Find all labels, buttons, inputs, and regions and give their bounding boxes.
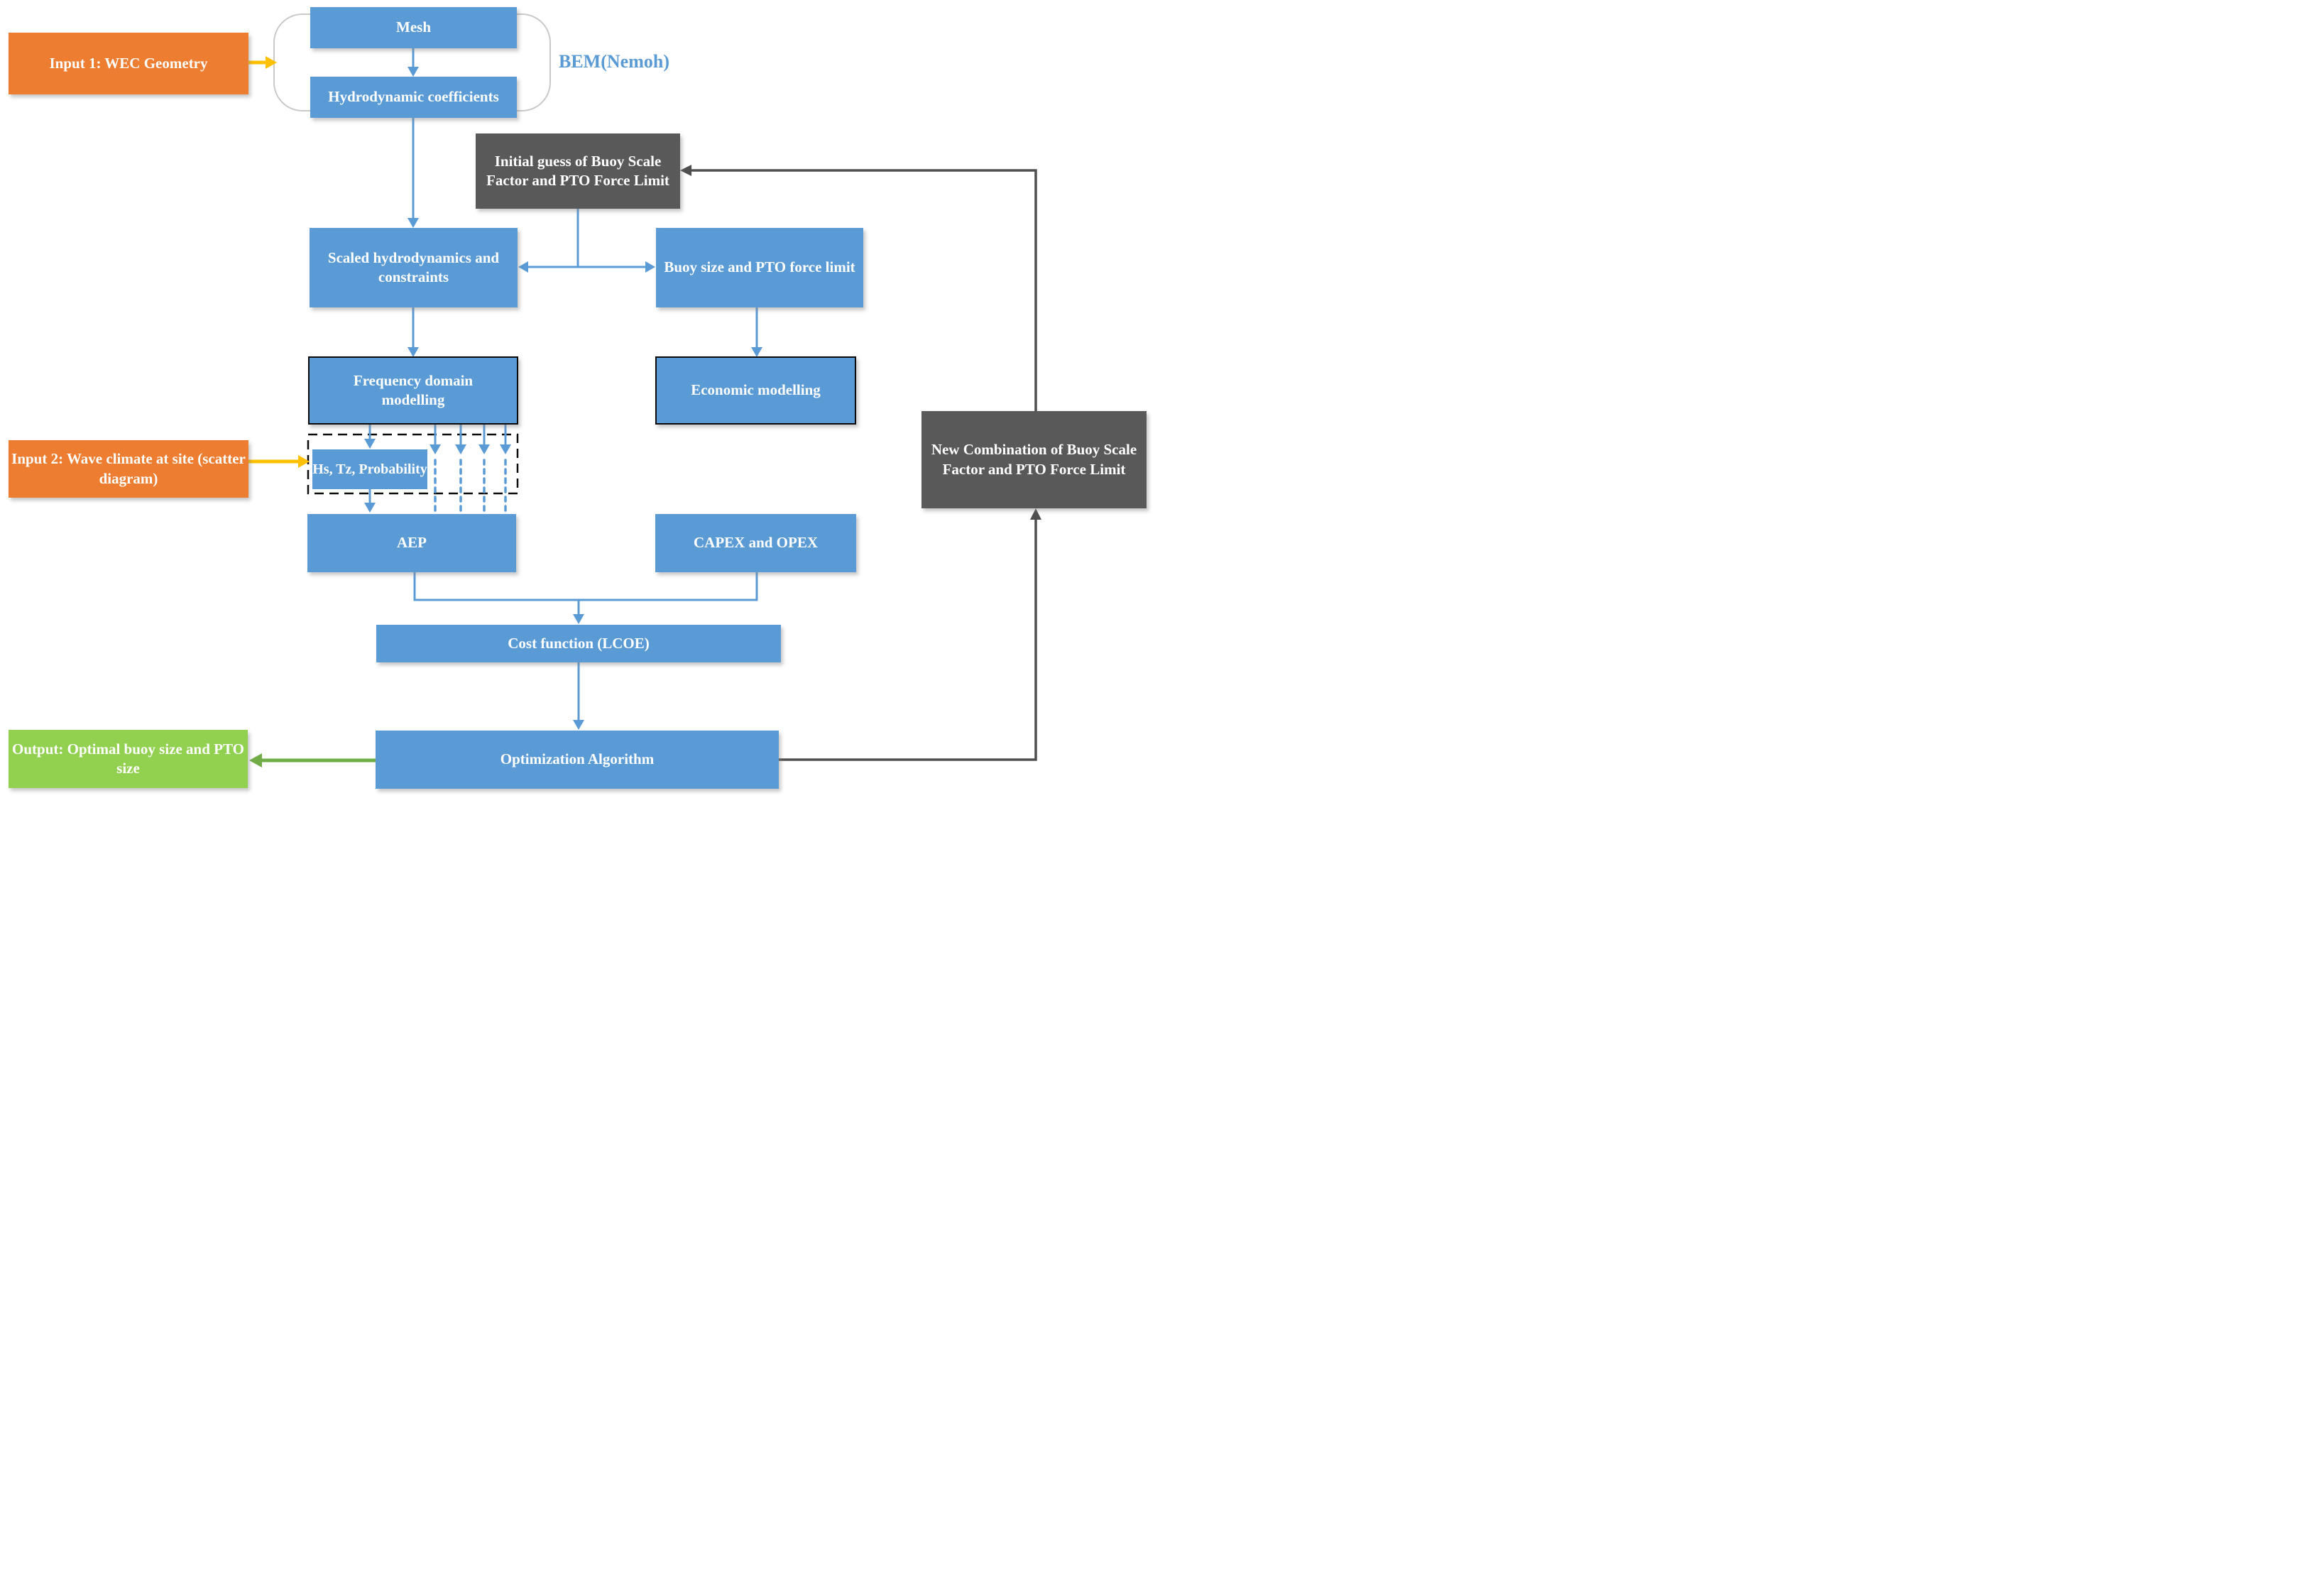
node-initial-label: Initial guess of Buoy Scale Factor and P… (486, 152, 669, 189)
node-new-combination: New Combination of Buoy Scale Factor and… (921, 411, 1147, 508)
node-input2-wave-climate: Input 2: Wave climate at site (scatter d… (9, 440, 248, 498)
arrow-opt-to-output (249, 753, 376, 767)
node-hs-label: Hs, Tz, Probability (312, 461, 427, 477)
arrows-freq-iterations (430, 425, 511, 454)
arrow-input2-to-scatter (248, 455, 310, 468)
node-capex-label: CAPEX and OPEX (693, 534, 819, 552)
node-newcomb-label: New Combination of Buoy Scale Factor and… (931, 441, 1137, 478)
node-output-optimal-size: Output: Optimal buoy size and PTO size (9, 730, 248, 788)
bem-nemoh-caption: BEM(Nemoh) (559, 51, 669, 72)
node-opt-label: Optimization Algorithm (500, 750, 655, 768)
arrow-freq-to-hs (364, 425, 376, 449)
connector-newcomb-to-initial (680, 165, 1037, 411)
arrow-mesh-to-hydro (407, 48, 419, 77)
arrow-buoy-to-econ (751, 307, 762, 357)
arrow-hydro-to-scaled (407, 118, 419, 228)
node-buoy-label: Buoy size and PTO force limit (664, 258, 855, 276)
arrow-scaled-to-freq (407, 307, 419, 357)
node-initial-guess: Initial guess of Buoy Scale Factor and P… (476, 133, 680, 209)
node-output-label: Output: Optimal buoy size and PTO size (12, 740, 244, 777)
arrow-input1-to-bem (248, 56, 277, 69)
node-mesh-label: Mesh (396, 18, 431, 36)
node-cost-label: Cost function (LCOE) (508, 634, 650, 652)
node-input1-wec-geometry: Input 1: WEC Geometry (9, 33, 248, 94)
dashed-iteration-lines (434, 459, 507, 514)
node-optimization-algorithm: Optimization Algorithm (376, 731, 779, 789)
node-frequency-domain-modelling: Frequency domain modelling (308, 356, 518, 425)
node-hydro-label: Hydrodynamic coefficients (328, 88, 499, 106)
node-freq-label: Frequency domain modelling (353, 371, 474, 408)
node-aep: AEP (307, 514, 516, 572)
connector-aep-capex-merge (413, 572, 758, 624)
node-economic-modelling: Economic modelling (655, 356, 856, 425)
connector-layer (248, 13, 1041, 767)
connector-opt-to-newcomb (779, 508, 1041, 761)
connector-initial-guess-tee (518, 209, 655, 273)
node-econ-label: Economic modelling (691, 381, 821, 399)
node-input2-label: Input 2: Wave climate at site (scatter d… (11, 450, 246, 487)
node-buoy-size-pto-limit: Buoy size and PTO force limit (656, 228, 863, 307)
node-aep-label: AEP (397, 534, 427, 552)
node-scaled-label: Scaled hydrodynamics and constraints (327, 248, 500, 285)
node-scaled-hydrodynamics: Scaled hydrodynamics and constraints (310, 228, 518, 307)
flowchart-canvas: Input 1: WEC Geometry Mesh Hydrodynamic … (0, 0, 1152, 798)
node-capex-opex: CAPEX and OPEX (655, 514, 856, 572)
node-hydrodynamic-coefficients: Hydrodynamic coefficients (310, 77, 517, 118)
node-input1-label: Input 1: WEC Geometry (49, 54, 208, 72)
arrow-cost-to-opt (573, 662, 584, 730)
scatter-loop-dashed-box (307, 433, 519, 495)
node-cost-function-lcoe: Cost function (LCOE) (376, 625, 781, 662)
arrow-hs-to-aep (364, 489, 376, 513)
node-hs-tz-probability: Hs, Tz, Probability (312, 449, 427, 489)
node-mesh: Mesh (310, 7, 517, 48)
